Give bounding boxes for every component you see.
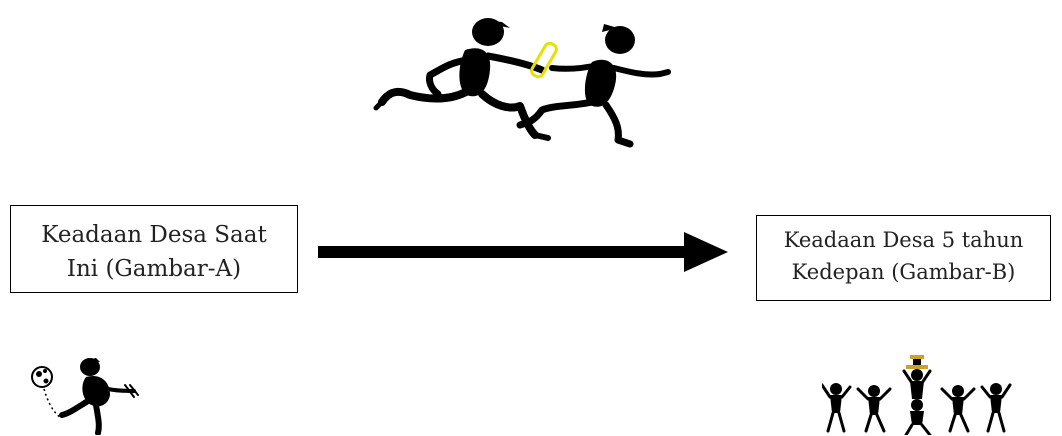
- current-state-line1: Keadaan Desa Saat: [11, 218, 297, 252]
- trophy-icon: [906, 355, 928, 369]
- right-arrow-icon: [318, 230, 730, 276]
- baton-icon: [530, 41, 558, 78]
- future-state-box: Keadaan Desa 5 tahun Kedepan (Gambar-B): [756, 215, 1051, 301]
- soccer-player-icon: [30, 355, 145, 435]
- future-state-line1: Keadaan Desa 5 tahun: [757, 224, 1050, 256]
- soccer-ball-icon: [32, 367, 52, 387]
- future-state-line2: Kedepan (Gambar-B): [757, 256, 1050, 288]
- relay-race-runners-icon: [370, 10, 680, 150]
- celebrating-team-trophy-icon: [822, 355, 1012, 435]
- current-state-box: Keadaan Desa Saat Ini (Gambar-A): [10, 205, 298, 293]
- current-state-line2: Ini (Gambar-A): [11, 252, 297, 286]
